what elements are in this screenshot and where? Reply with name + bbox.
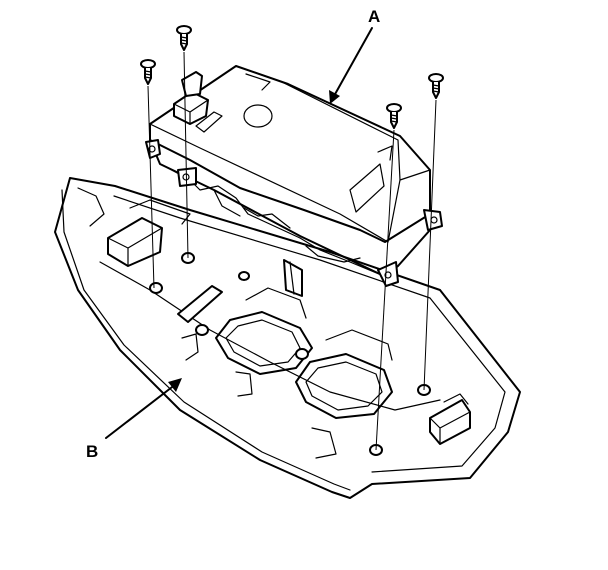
callout-label-a: A	[368, 7, 380, 26]
callout-arrow-a	[329, 27, 373, 104]
screw-4	[428, 73, 444, 99]
console-panel	[54, 177, 521, 499]
callout-arrow-b	[105, 378, 182, 439]
screw-2	[176, 25, 192, 51]
screw-3	[386, 103, 402, 129]
callout-label-b: B	[86, 442, 98, 461]
switch-unit	[145, 65, 443, 287]
screw-guide-lines	[147, 51, 437, 451]
screw-1	[140, 59, 156, 85]
